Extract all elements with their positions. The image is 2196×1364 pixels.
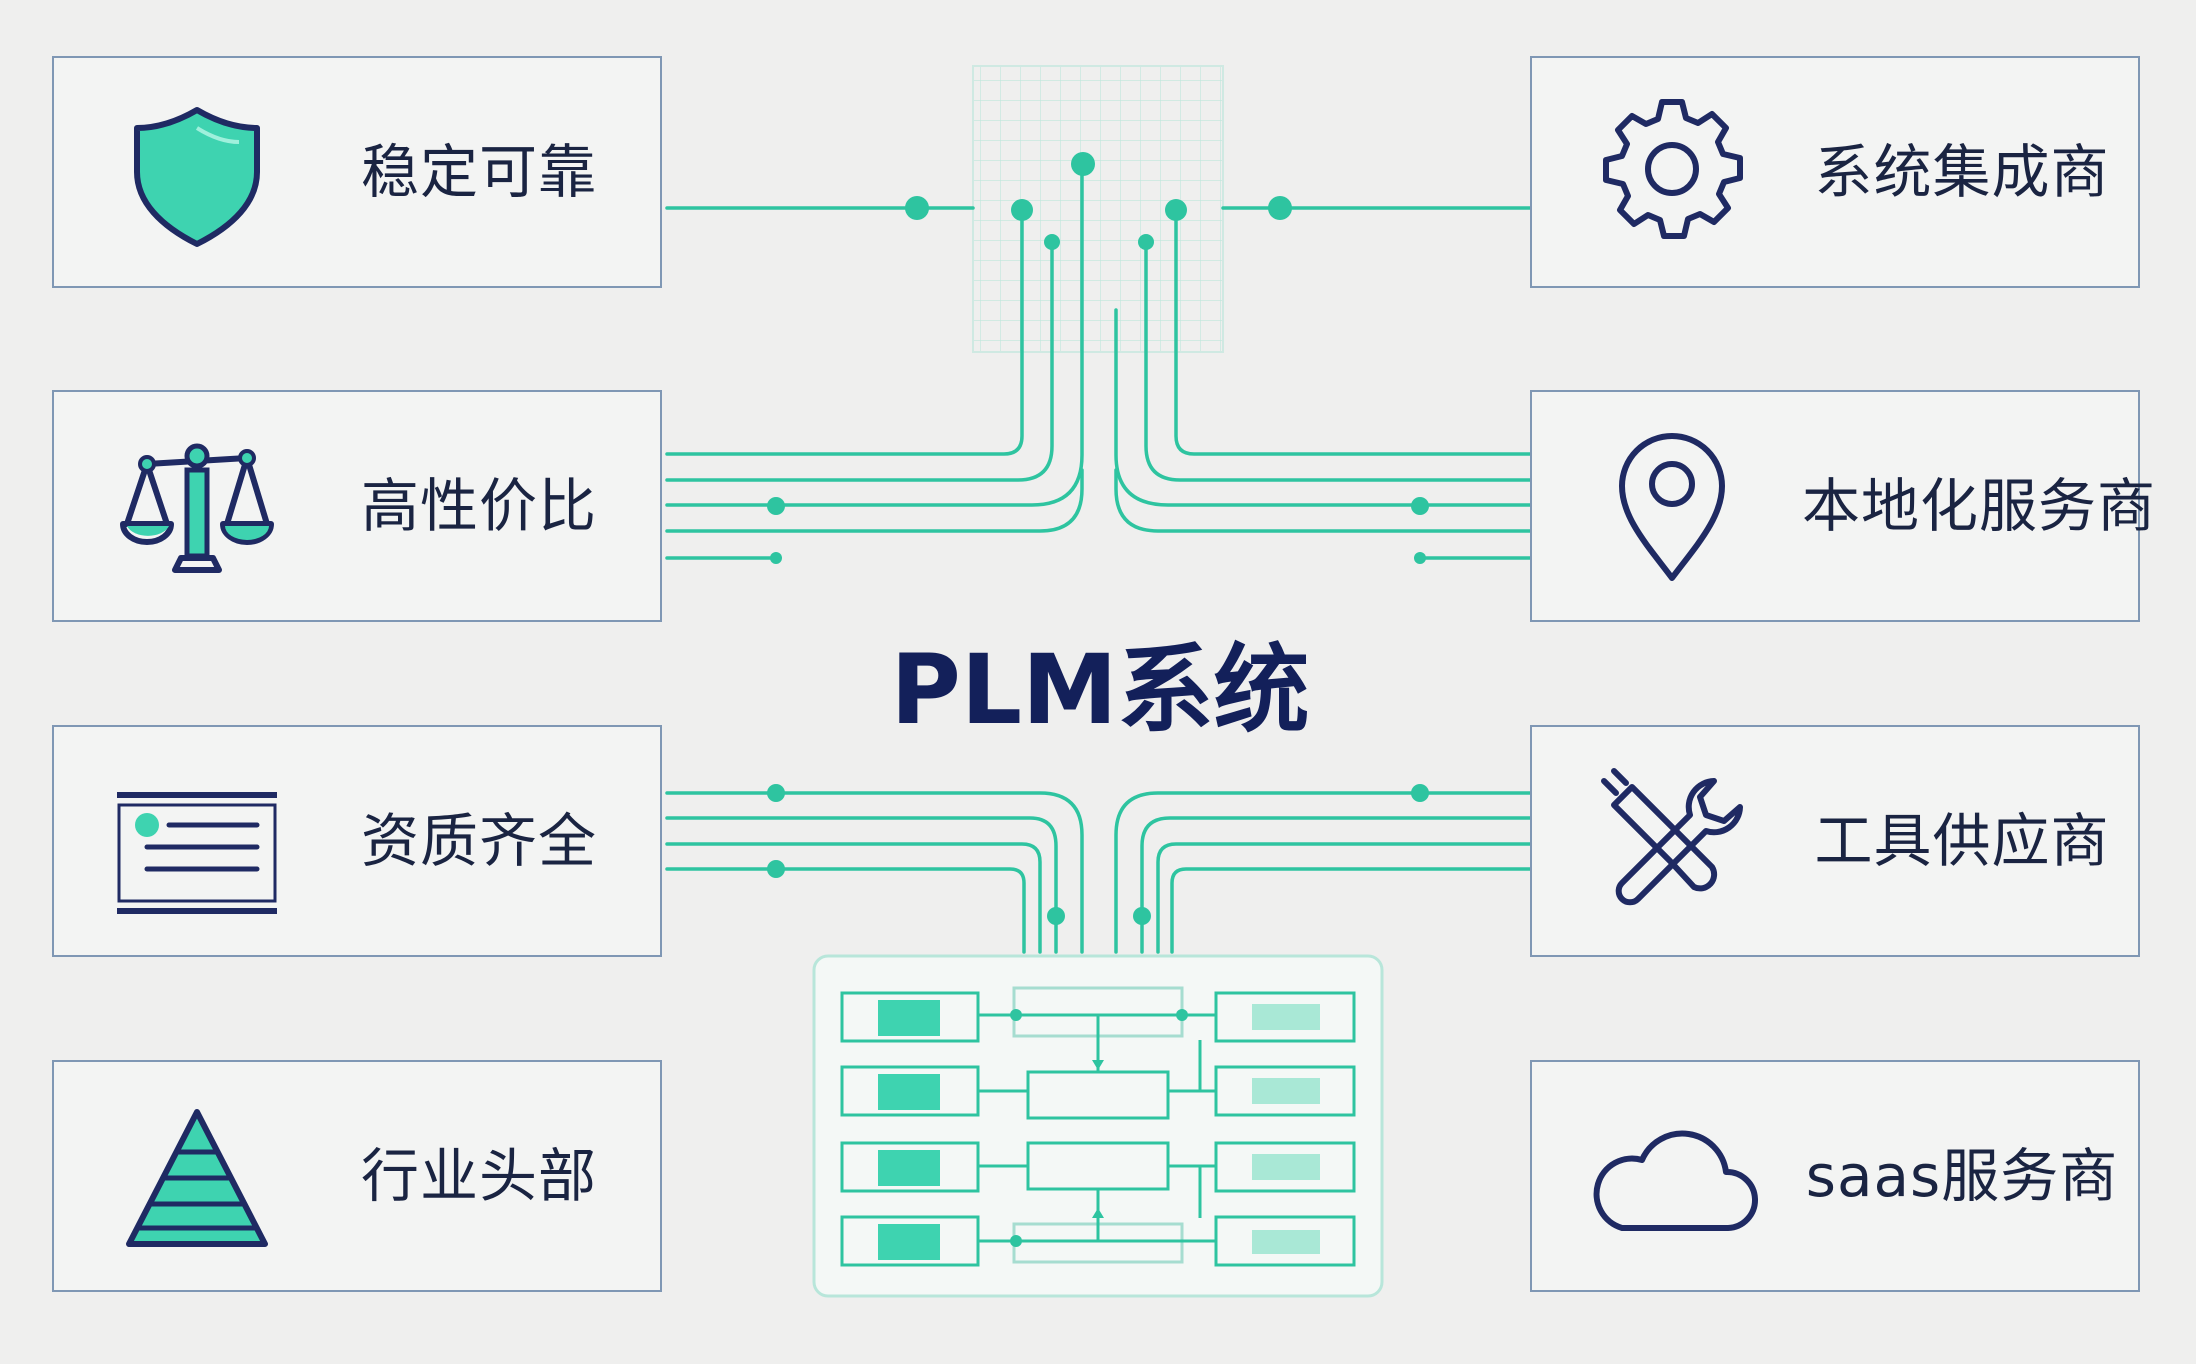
node-dot <box>1011 199 1033 221</box>
tools-icon <box>1601 768 1743 906</box>
wire-lr-4 <box>1170 867 1532 954</box>
wire-ll-1 <box>665 791 1084 954</box>
feature-card-stable: 稳定可靠 <box>52 56 662 288</box>
node-dot <box>1071 152 1095 176</box>
node-dot <box>1138 234 1154 250</box>
partner-card-saas-service: saas服务商 <box>1530 1060 2140 1292</box>
wire-ll-4 <box>665 867 1026 954</box>
node-dot <box>1165 199 1187 221</box>
node-dot <box>1411 497 1429 515</box>
certificate-icon <box>117 792 277 914</box>
partner-label: 本地化服务商 <box>1802 472 2157 540</box>
wire-lr-2 <box>1140 816 1532 954</box>
node-dot <box>1047 907 1065 925</box>
pyramid-icon <box>126 1109 268 1247</box>
node-dot <box>767 860 785 878</box>
wire-ll-3 <box>665 842 1042 954</box>
wire-ul-1 <box>665 206 1024 456</box>
node-dot <box>770 552 782 564</box>
wire-ur-1 <box>1174 206 1532 456</box>
node-dot <box>905 196 929 220</box>
feature-card-industry-leader: 行业头部 <box>52 1060 662 1292</box>
feature-label: 高性价比 <box>361 472 598 540</box>
circuit-board <box>812 954 1384 1298</box>
node-dot <box>1411 784 1429 802</box>
partner-label: 工具供应商 <box>1814 807 2110 875</box>
balance-scale-icon <box>120 443 274 573</box>
node-dot <box>767 784 785 802</box>
diagram-title: PLM系统 <box>890 634 1310 746</box>
node-dot <box>767 497 785 515</box>
node-dot <box>1268 196 1292 220</box>
partner-card-system-integrator: 系统集成商 <box>1530 56 2140 288</box>
wire-ul-3 <box>665 162 1084 507</box>
feature-card-cost-effective: 高性价比 <box>52 390 662 622</box>
wire-ul-4 <box>665 468 1084 533</box>
wire-ur-3 <box>1114 308 1532 507</box>
feature-label: 资质齐全 <box>361 807 598 875</box>
partner-card-local-service: 本地化服务商 <box>1530 390 2157 622</box>
location-pin-icon <box>1619 433 1725 581</box>
partner-label: saas服务商 <box>1805 1142 2119 1210</box>
node-dot <box>1414 552 1426 564</box>
cloud-icon <box>1593 1130 1758 1231</box>
node-dot <box>1044 234 1060 250</box>
wire-ul-2 <box>665 240 1054 482</box>
node-dot <box>1133 907 1151 925</box>
partner-label: 系统集成商 <box>1814 138 2110 206</box>
wire-ur-4 <box>1114 468 1532 533</box>
wire-ur-2 <box>1144 240 1532 482</box>
wire-ll-2 <box>665 816 1058 954</box>
shield-icon <box>134 107 260 247</box>
wire-lr-1 <box>1114 791 1532 954</box>
feature-card-qualified: 资质齐全 <box>52 725 662 957</box>
feature-label: 稳定可靠 <box>361 138 598 206</box>
feature-label: 行业头部 <box>361 1142 598 1210</box>
gear-icon <box>1603 99 1743 239</box>
wire-lr-3 <box>1156 842 1532 954</box>
partner-card-tool-supplier: 工具供应商 <box>1530 725 2140 957</box>
